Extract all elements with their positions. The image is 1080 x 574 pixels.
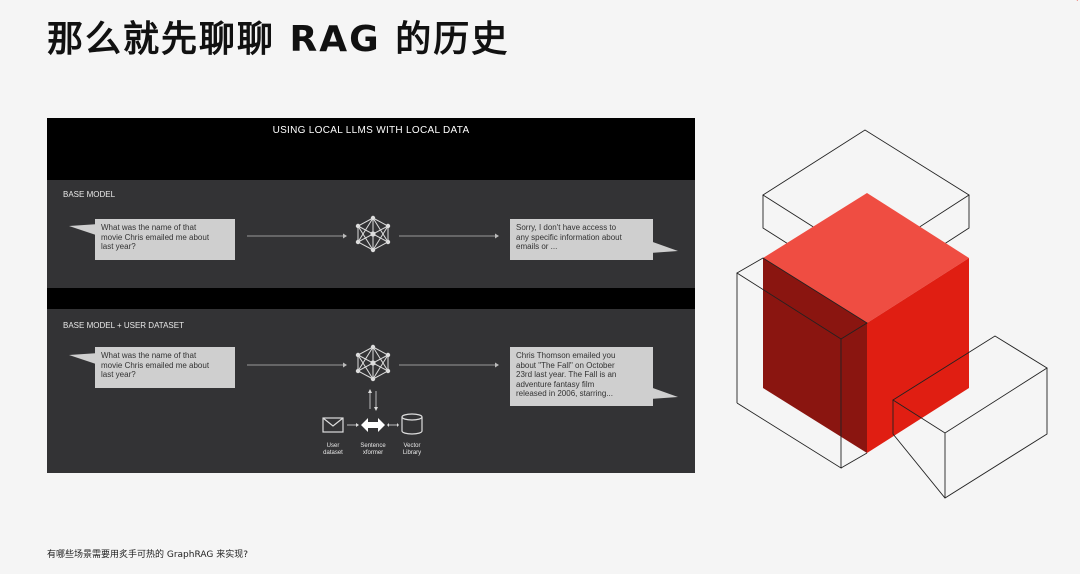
double-arrow-icon <box>361 418 385 432</box>
database-icon <box>401 413 423 435</box>
footer-caption: 有哪些场景需要用炙手可热的 GraphRAG 来实现? <box>47 550 248 560</box>
envelope-icon <box>322 417 344 433</box>
question-bubble: What was the name of that movie Chris em… <box>95 347 235 388</box>
arrow-right-icon <box>247 233 347 239</box>
slide-title: 那么就先聊聊 RAG 的历史 <box>47 19 510 60</box>
arrow-right-icon <box>399 233 499 239</box>
cube-illustration <box>736 129 1048 499</box>
answer-bubble-tail-icon <box>650 241 678 253</box>
question-bubble-tail-icon <box>69 224 99 236</box>
answer-bubble-tail-icon <box>650 387 678 399</box>
sentence-xformer-label: Sentence xformer <box>360 443 386 456</box>
arrow-right-icon <box>399 362 499 368</box>
arrow-right-icon <box>347 423 359 427</box>
base-model-user-dataset-label: BASE MODEL + USER DATASET <box>63 321 184 330</box>
user-dataset-label: User dataset <box>323 443 343 456</box>
question-bubble: What was the name of that movie Chris em… <box>95 219 235 260</box>
red-cube-top <box>763 193 969 323</box>
base-model-label: BASE MODEL <box>63 190 116 199</box>
question-bubble-tail-icon <box>69 353 99 365</box>
base-model-panel: BASE MODEL What was the name of that mov… <box>47 180 695 288</box>
neural-network-icon <box>355 344 391 382</box>
bidirectional-arrow-icon <box>387 423 399 427</box>
corner-mark-icon <box>1076 0 1078 1</box>
answer-bubble: Sorry, I don't have access to any specif… <box>510 219 653 260</box>
answer-bubble: Chris Thomson emailed you about "The Fal… <box>510 347 653 406</box>
rag-figure: USING LOCAL LLMS WITH LOCAL DATA BASE MO… <box>47 118 695 473</box>
arrow-right-icon <box>247 362 347 368</box>
figure-title: USING LOCAL LLMS WITH LOCAL DATA <box>272 125 470 136</box>
vector-library-label: Vector Library <box>402 443 422 456</box>
base-model-user-dataset-panel: BASE MODEL + USER DATASET What was the n… <box>47 309 695 473</box>
bidirectional-vertical-arrow-icon <box>368 389 378 411</box>
neural-network-icon <box>355 215 391 253</box>
red-cube-right <box>867 258 969 453</box>
